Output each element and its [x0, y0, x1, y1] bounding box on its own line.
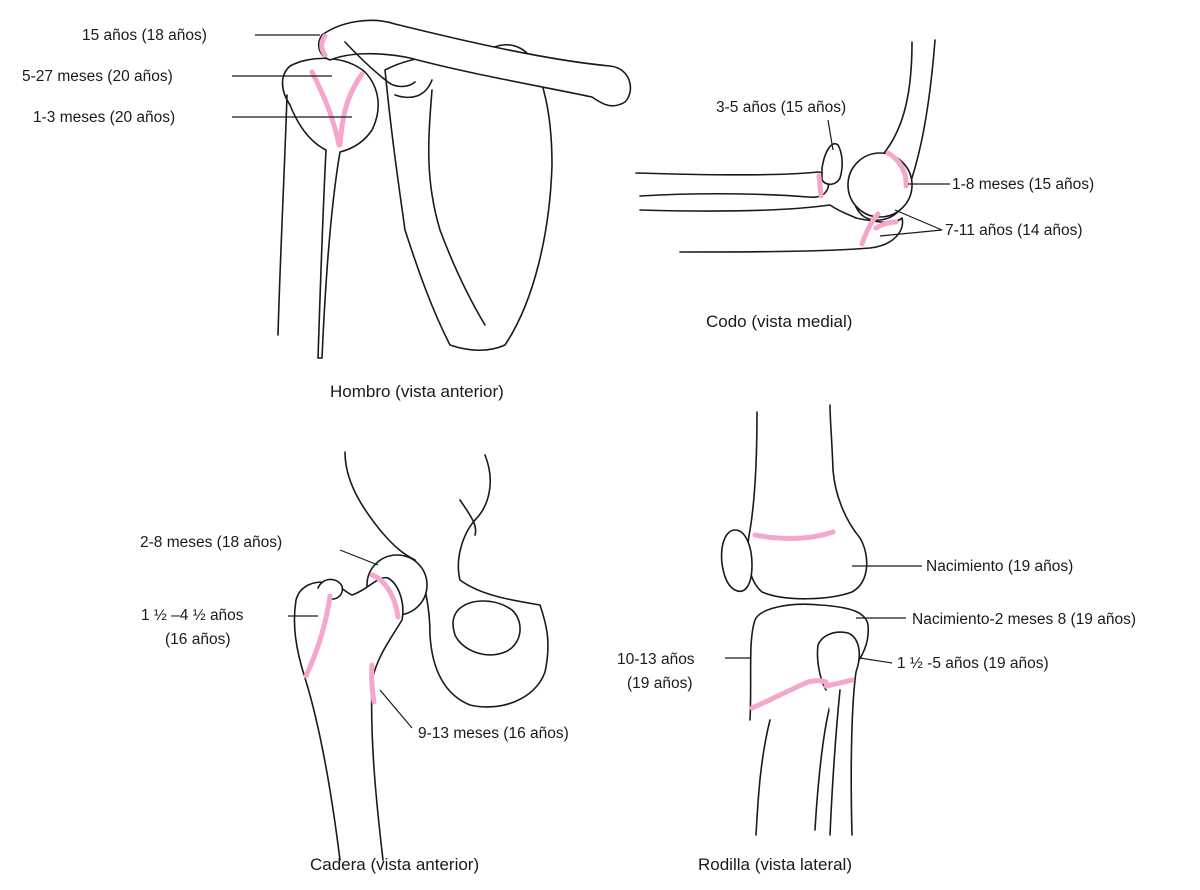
elbow-label-olecranon: 7-11 años (14 años) — [945, 222, 1083, 239]
hip-label-lesser-trochanter: 9-13 meses (16 años) — [418, 725, 569, 742]
shoulder-illustration — [232, 19, 632, 359]
growth-plate-olecranon — [859, 211, 899, 247]
greater-trochanter — [317, 578, 344, 600]
elbow-caption: Codo (vista medial) — [706, 312, 852, 331]
shoulder-label-greater-tuberosity: 5-27 meses (20 años) — [22, 68, 173, 85]
hip-caption: Cadera (vista anterior) — [310, 855, 479, 874]
knee-label-fibula: 1 ½ -5 años (19 años) — [897, 655, 1049, 672]
hip-label-greater-trochanter-line1: 1 ½ –4 ½ años — [141, 607, 244, 624]
patella — [720, 529, 753, 592]
elbow-label-capitellum: 1-8 meses (15 años) — [952, 176, 1094, 193]
growth-plate-distal-femur — [752, 529, 836, 541]
shoulder-caption: Hombro (vista anterior) — [330, 382, 504, 401]
radius — [635, 171, 830, 199]
knee-label-tibial-tuberosity: Nacimiento-2 meses 8 (19 años) — [912, 611, 1136, 628]
growth-plate-lesser-trochanter — [369, 662, 377, 705]
growth-plate-greater-trochanter — [303, 593, 333, 679]
femur-hip — [293, 576, 404, 861]
knee-label-proximal-tibia-line1: 10-13 años — [617, 651, 695, 668]
growth-plate-capitellum — [885, 150, 909, 189]
humerus-shoulder — [281, 57, 379, 359]
growth-plate-fibula — [823, 677, 855, 689]
growth-plate-clavicle — [319, 33, 328, 58]
clavicle — [317, 19, 632, 107]
hip-label-femoral-head: 2-8 meses (18 años) — [140, 534, 282, 551]
growth-plate-proximal-tibia — [749, 678, 829, 711]
knee-label-distal-femur: Nacimiento (19 años) — [926, 558, 1073, 575]
knee-caption: Rodilla (vista lateral) — [698, 855, 852, 874]
femur-knee — [746, 404, 868, 600]
knee-label-proximal-tibia-line2: (19 años) — [627, 675, 692, 692]
hip-illustration — [288, 451, 549, 861]
knee-illustration — [720, 404, 922, 836]
shoulder-label-clavicle: 15 años (18 años) — [82, 27, 207, 44]
elbow-label-radial-head: 3-5 años (15 años) — [716, 99, 846, 116]
scapula — [384, 44, 553, 352]
obturator-foramen — [452, 600, 521, 656]
hip-label-greater-trochanter-line2: (16 años) — [165, 631, 230, 648]
elbow-illustration — [635, 39, 950, 253]
growth-plate-radial-head — [816, 173, 824, 199]
shoulder-label-humeral-head: 1-3 meses (20 años) — [33, 109, 175, 126]
growth-plate-humeral-head — [309, 69, 365, 148]
growth-plate-femoral-head — [369, 572, 401, 620]
humeral-condyle — [847, 152, 913, 218]
medial-epicondyle — [821, 143, 843, 186]
